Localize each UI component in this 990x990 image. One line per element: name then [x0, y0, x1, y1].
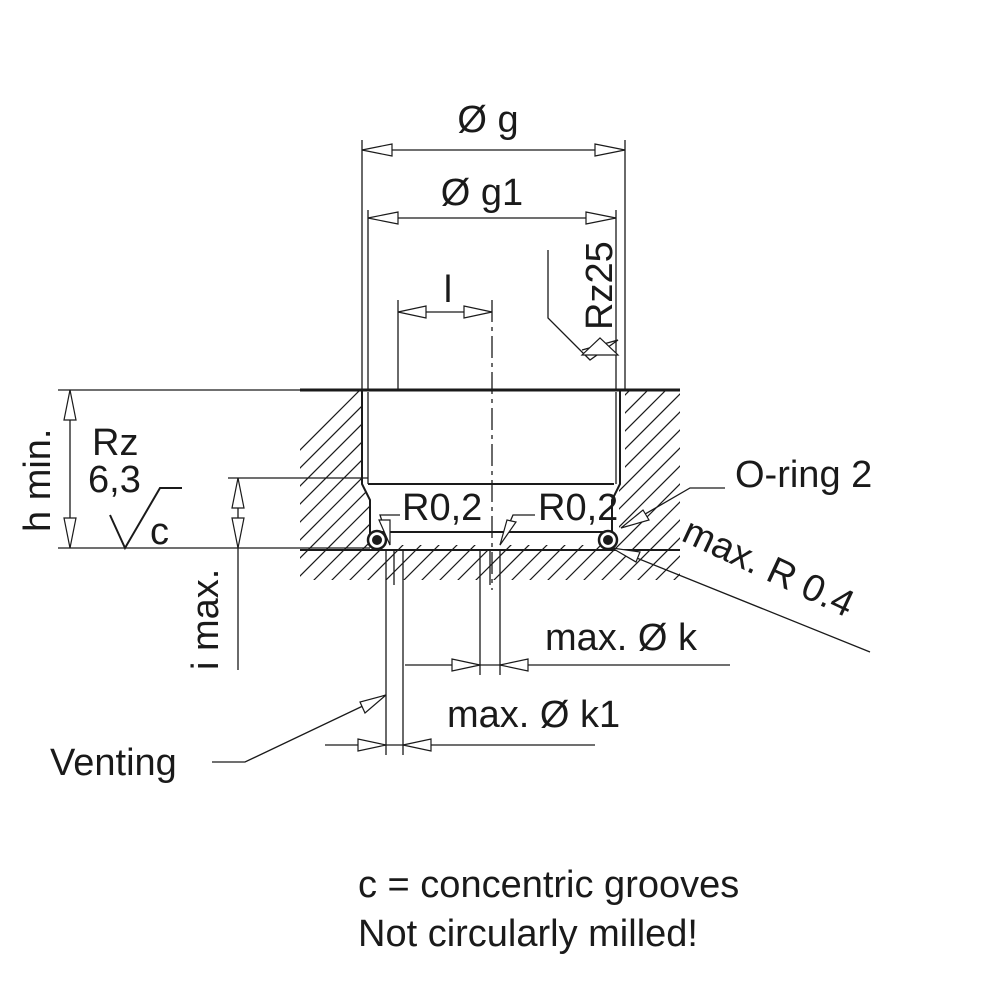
dim-h-min: h min.	[17, 389, 370, 549]
radius-left-label: R0,2	[402, 487, 482, 529]
oring-section-left-core	[372, 535, 382, 545]
radius-right-label: R0,2	[538, 487, 618, 529]
dim-dia-g: Ø g	[361, 99, 626, 390]
dim-dia-g-label: Ø g	[457, 99, 518, 141]
dim-max-dia-k: max. Ø k	[405, 617, 730, 672]
hatch-line	[527, 390, 680, 580]
venting-leader: Venting	[50, 694, 387, 784]
radius-left: R0,2	[378, 487, 482, 546]
note-line-1: c = concentric grooves	[358, 864, 739, 906]
hatch-line	[581, 390, 680, 580]
hatch-line	[870, 370, 990, 600]
hatch-line	[852, 370, 990, 600]
radius-right: R0,2	[499, 487, 618, 546]
hatch-line	[509, 390, 680, 580]
dim-max-dia-k1: max. Ø k1	[325, 694, 620, 752]
hatch-line	[300, 390, 399, 580]
surface-symbol-rz25: Rz25	[547, 241, 621, 361]
dim-i-max: i max.	[185, 477, 368, 670]
surface-finish-symbol: Rz 6,3 c	[88, 422, 182, 553]
hatch-line	[599, 390, 680, 580]
hatch-line	[300, 390, 381, 580]
max-dia-k-label: max. Ø k	[545, 617, 698, 659]
oring-leader: O-ring 2	[620, 454, 872, 529]
dim-dia-g1-label: Ø g1	[441, 172, 523, 214]
rz25-label: Rz25	[579, 241, 621, 330]
venting-label: Venting	[50, 742, 177, 784]
c-symbol-label: c	[150, 511, 169, 553]
note-line-2: Not circularly milled!	[358, 913, 698, 955]
rz-value-label: 6,3	[88, 459, 141, 501]
max-radius-label: max. R 0.4	[676, 510, 860, 626]
oring-section-right-core	[603, 535, 613, 545]
bore-inner-wall	[367, 392, 617, 484]
hatch-line	[635, 390, 680, 580]
hatch-line	[563, 390, 680, 580]
dim-l-label: l	[444, 269, 452, 311]
hatch-line	[888, 370, 990, 600]
oring-label: O-ring 2	[735, 454, 872, 496]
max-dia-k1-label: max. Ø k1	[447, 694, 620, 736]
hatch-line	[545, 390, 680, 580]
h-min-label: h min.	[17, 429, 59, 532]
i-max-label: i max.	[185, 569, 227, 670]
dim-dia-g1: Ø g1	[367, 172, 617, 390]
hatch-line	[617, 390, 680, 580]
venting-bore	[385, 550, 501, 755]
dim-l: l	[397, 269, 493, 390]
rz-label: Rz	[92, 422, 138, 464]
